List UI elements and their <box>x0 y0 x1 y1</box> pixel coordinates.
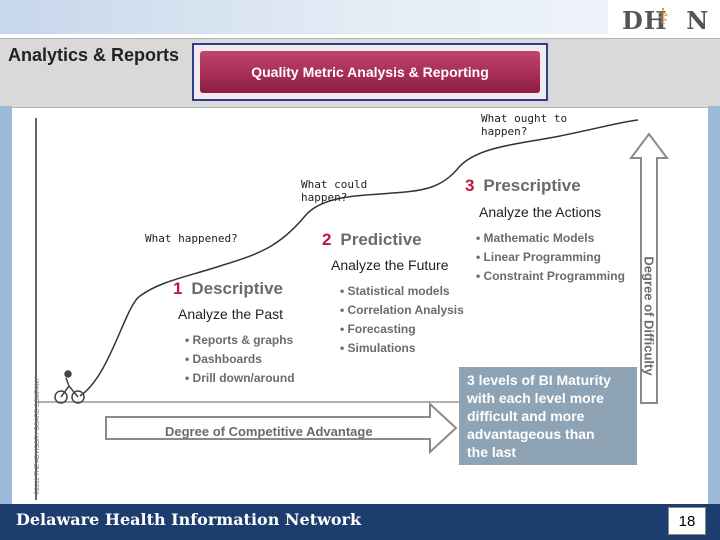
level-1-subtitle: Analyze the Past <box>178 306 284 322</box>
level-1-heading: 1 Descriptive <box>173 279 284 298</box>
banner-label: Quality Metric Analysis & Reporting <box>200 51 540 93</box>
maturity-curve-graphic <box>35 118 669 500</box>
dhin-logo: DH N ⚕ <box>608 0 720 38</box>
footer-bar: Delaware Health Information Network <box>0 504 720 540</box>
question-1: What happened? <box>145 232 238 245</box>
level-2-subtitle: Analyze the Future <box>331 257 449 273</box>
caduceus-icon: ⚕ <box>657 4 669 29</box>
level-2-bullets: Statistical models Correlation Analysis … <box>340 282 464 358</box>
difficulty-arrow <box>629 132 669 404</box>
top-band <box>0 0 608 34</box>
level-1-bullets: Reports & graphs Dashboards Drill down/a… <box>185 331 295 388</box>
copyright-note: ©2011 THE ADVISORY BOARD COMPANY <box>35 377 41 495</box>
right-edge-strip <box>708 106 720 504</box>
page-title: Analytics & Reports <box>8 45 180 65</box>
level-3-subtitle: Analyze the Actions <box>479 204 602 220</box>
section-banner: Quality Metric Analysis & Reporting <box>192 43 548 101</box>
difficulty-axis-label: Degree of Difficulty <box>641 256 657 376</box>
left-edge-strip <box>0 106 12 504</box>
logo-text: DH N <box>622 6 710 35</box>
advantage-arrow <box>105 401 458 455</box>
growth-curve <box>79 119 639 397</box>
header-bar: Analytics & Reports Quality Metric Analy… <box>0 38 720 108</box>
maturity-info-box: 3 levels of BI Maturity with each level … <box>459 367 637 465</box>
page-number: 18 <box>668 507 706 535</box>
level-3-bullets: Mathematic Models Linear Programming Con… <box>476 229 625 286</box>
cyclist-icon <box>54 370 85 404</box>
organization-name: Delaware Health Information Network <box>16 510 362 529</box>
level-3-heading: 3 Prescriptive <box>465 176 581 195</box>
level-2-heading: 2 Predictive <box>322 230 422 249</box>
advantage-axis-label: Degree of Competitive Advantage <box>165 424 373 439</box>
